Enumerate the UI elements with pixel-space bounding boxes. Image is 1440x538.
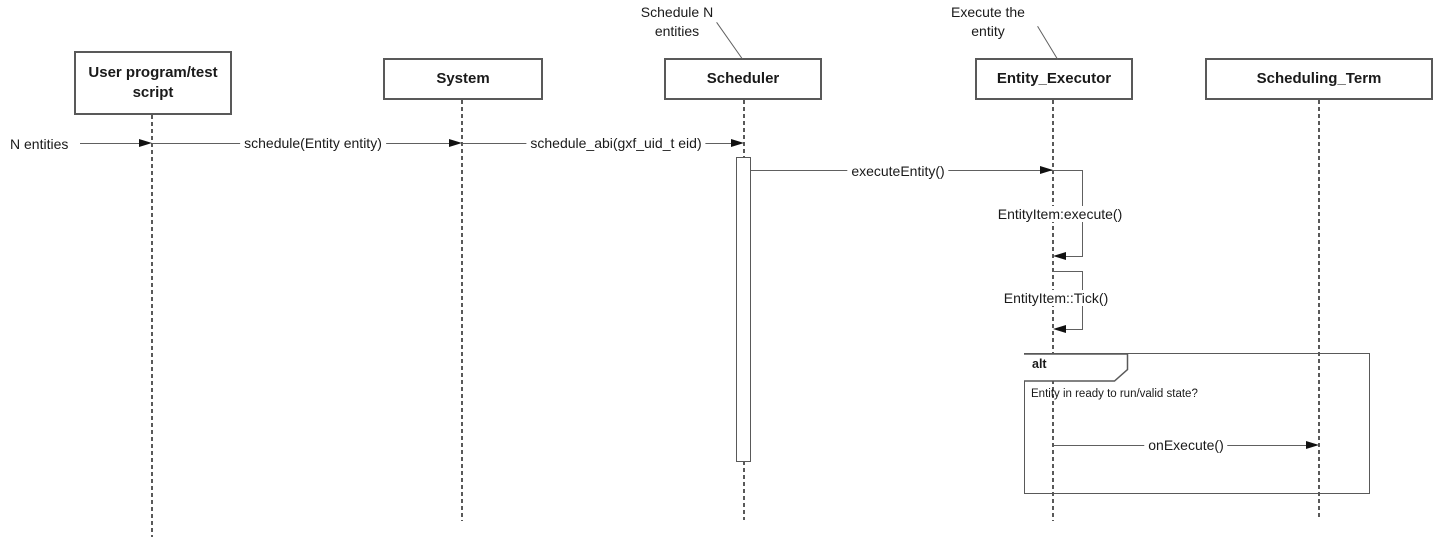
participant-label-entity-executor: Entity_Executor [996, 70, 1112, 87]
arrowhead-left-icon [1053, 325, 1066, 333]
participant-label-scheduling-term: Scheduling_Term [1256, 70, 1382, 87]
annotation-schedule-n-entities: Schedule N entities [640, 4, 714, 39]
activation-bar-scheduler [736, 157, 751, 462]
participant-label-system: System [436, 70, 490, 87]
message-label-schedule: schedule(Entity entity) [240, 135, 386, 151]
arrowhead-right-icon [449, 139, 462, 147]
alt-operator-label: alt [1032, 357, 1047, 371]
message-label-schedule-abi: schedule_abi(gxf_uid_t eid) [526, 135, 706, 151]
message-label-on-execute: onExecute() [1144, 437, 1228, 453]
alt-fragment-tab [1024, 353, 1129, 382]
participant-box-user: User program/test script [74, 51, 232, 115]
message-line-n-entities [80, 143, 140, 144]
annotation-execute-the-entity: Execute the entity [951, 4, 1025, 39]
arrowhead-right-icon [1040, 166, 1053, 174]
participant-box-scheduling-term: Scheduling_Term [1205, 58, 1433, 100]
arrowhead-right-icon [731, 139, 744, 147]
lifeline-entity-executor [1052, 100, 1054, 521]
arrowhead-left-icon [1053, 252, 1066, 260]
message-label-entityitem-execute: EntityItem:execute() [993, 206, 1127, 222]
participant-box-scheduler: Scheduler [664, 58, 822, 100]
message-label-n-entities: N entities [10, 136, 69, 152]
participant-box-system: System [383, 58, 543, 100]
participant-label-user: User program/test script [88, 64, 218, 101]
participant-label-scheduler: Scheduler [706, 70, 780, 87]
lifeline-user [151, 115, 153, 537]
self-message-line [1052, 271, 1083, 272]
participant-box-entity-executor: Entity_Executor [975, 58, 1133, 100]
self-message-line [1058, 329, 1083, 330]
self-message-line [1058, 256, 1083, 257]
lifeline-scheduler-top [743, 100, 745, 158]
arrowhead-right-icon [139, 139, 152, 147]
annotation-leader-line [1037, 26, 1059, 60]
alt-guard-label: Entity in ready to run/valid state? [1031, 388, 1198, 400]
lifeline-system [461, 100, 463, 521]
message-label-execute-entity: executeEntity() [847, 163, 949, 179]
message-label-entityitem-tick: EntityItem::Tick() [999, 290, 1113, 306]
lifeline-scheduler-bottom [743, 461, 745, 520]
lifeline-scheduling-term [1318, 100, 1320, 520]
arrowhead-right-icon [1306, 441, 1319, 449]
alt-fragment-frame [1024, 353, 1370, 494]
